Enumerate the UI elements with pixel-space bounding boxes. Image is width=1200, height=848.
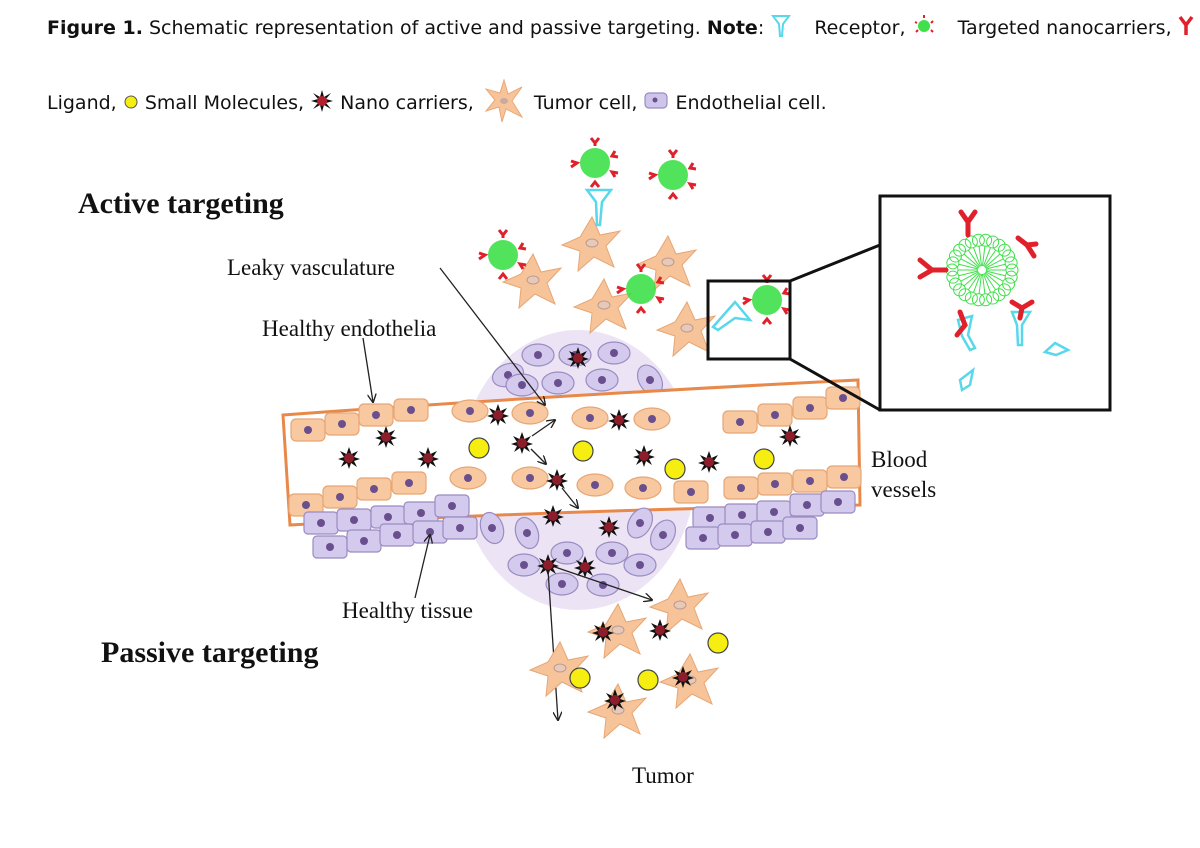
blood-vessels-label-line-1: Blood bbox=[871, 447, 928, 472]
legend-label-small-molecules: Small Molecules, bbox=[144, 92, 305, 114]
zoom-inset bbox=[878, 194, 1112, 412]
nanocarrier-icon bbox=[310, 89, 334, 118]
legend-label-endothelial-cell: Endothelial cell. bbox=[675, 92, 827, 114]
liposome-head bbox=[948, 277, 962, 291]
liposome-head bbox=[971, 293, 985, 307]
liposome-tail bbox=[967, 249, 981, 267]
ligand-icon bbox=[1178, 15, 1194, 42]
zoom-source-box bbox=[706, 279, 792, 361]
liposome-head bbox=[992, 288, 1006, 302]
liposome-tail bbox=[985, 258, 1004, 269]
liposome-tail bbox=[973, 273, 982, 293]
liposome-tail bbox=[982, 273, 991, 293]
targeted-nanocarrier-icon bbox=[912, 14, 936, 43]
liposome-head bbox=[958, 238, 972, 252]
figure-caption-line-2: Ligand, Small Molecules, Nano carriers, … bbox=[47, 78, 827, 128]
liposome-head bbox=[1004, 256, 1018, 270]
liposome-tail bbox=[981, 273, 986, 294]
note-colon: : bbox=[757, 17, 771, 39]
endothelial-cell-icon bbox=[643, 91, 669, 116]
liposome-tail bbox=[984, 272, 1001, 287]
figure-caption-line-1: Figure 1. Schematic representation of ac… bbox=[47, 14, 1194, 43]
receptors bbox=[584, 188, 754, 332]
liposome-tail bbox=[958, 263, 979, 270]
legend-label-targeted-nanocarriers: Targeted nanocarriers, bbox=[957, 17, 1172, 39]
figure-label: Figure 1. bbox=[47, 17, 143, 39]
extravasation-arrows bbox=[530, 420, 652, 720]
liposome-head bbox=[979, 293, 993, 307]
tumor-cell-icon bbox=[484, 78, 524, 128]
legend-label-receptor: Receptor, bbox=[814, 17, 906, 39]
liposome-tail bbox=[960, 271, 979, 282]
active-targeting-label: Active targeting bbox=[78, 187, 284, 220]
liposome-tail bbox=[967, 273, 981, 291]
liposome-head bbox=[979, 233, 993, 247]
label-pointers bbox=[362, 267, 545, 599]
liposome-tail bbox=[981, 246, 986, 267]
liposome-tail bbox=[983, 249, 997, 267]
liposome-tail bbox=[985, 271, 1004, 282]
figure-title: Schematic representation of active and p… bbox=[142, 17, 707, 39]
passive-targeting-label: Passive targeting bbox=[101, 636, 318, 669]
liposome-head bbox=[946, 256, 960, 270]
receptor-icon bbox=[770, 14, 792, 43]
liposome-head bbox=[964, 235, 978, 249]
liposome-tail bbox=[984, 253, 1001, 268]
liposome-tail bbox=[983, 273, 997, 291]
liposome-tail bbox=[958, 270, 979, 277]
small-molecules-tumor bbox=[569, 632, 729, 691]
liposome-head bbox=[946, 270, 960, 284]
small-molecules-vessel bbox=[468, 437, 775, 480]
liposome-tail bbox=[978, 273, 983, 294]
liposome-head bbox=[964, 291, 978, 305]
healthy-endothelia-label: Healthy endothelia bbox=[262, 316, 436, 341]
liposome-tail bbox=[985, 270, 1006, 277]
blood-vessels-label-line-2: vessels bbox=[871, 477, 936, 502]
note-label: Note bbox=[706, 17, 758, 39]
healthy-tissue-label: Healthy tissue bbox=[342, 598, 473, 623]
liposome-head bbox=[1002, 249, 1016, 263]
liposome-tail bbox=[963, 253, 980, 268]
liposome-tail bbox=[960, 258, 979, 269]
liposome-tail bbox=[985, 263, 1006, 270]
liposome-head bbox=[986, 291, 1000, 305]
liposome-tail bbox=[963, 272, 980, 287]
liposome-tail bbox=[982, 247, 991, 267]
liposome-tail bbox=[978, 246, 983, 267]
legend-label-nano-carriers: Nano carriers, bbox=[340, 92, 474, 114]
leaky-vasculature-label: Leaky vasculature bbox=[227, 255, 395, 280]
tumor-label: Tumor bbox=[632, 763, 694, 788]
liposome-head bbox=[1004, 270, 1018, 284]
liposome-head bbox=[971, 233, 985, 247]
liposome-head bbox=[986, 235, 1000, 249]
liposome-tail bbox=[973, 247, 982, 267]
legend-label-ligand: Ligand, bbox=[47, 92, 117, 114]
legend-label-tumor-cell: Tumor cell, bbox=[533, 92, 638, 114]
small-molecule-icon bbox=[123, 93, 139, 115]
